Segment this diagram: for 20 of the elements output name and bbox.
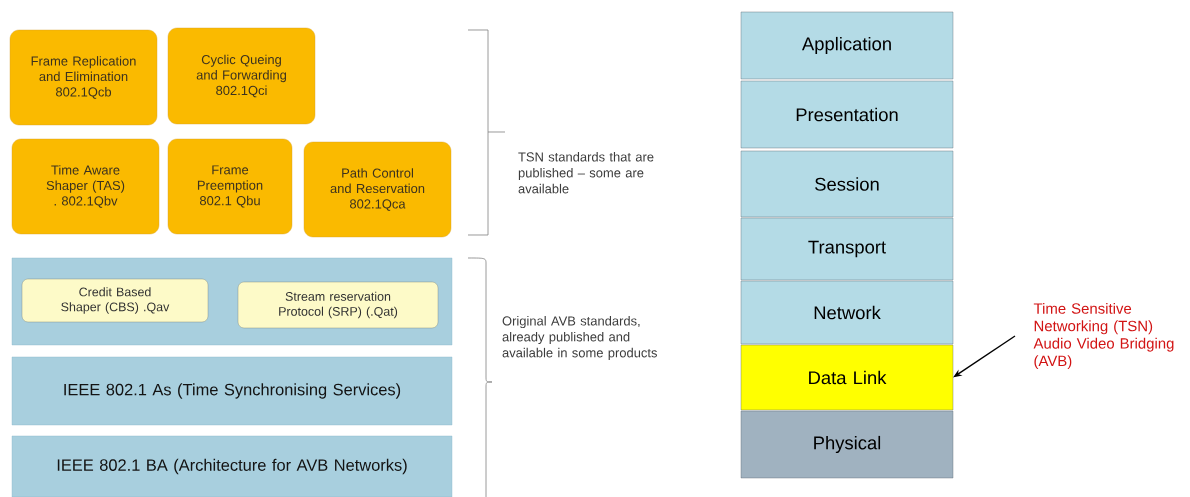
standard-box: Cyclic Queing and Forwarding 802.1Qci [167, 27, 316, 125]
standard-band: IEEE 802.1 As (Time Synchronising Services) [11, 356, 453, 426]
standard-band: IEEE 802.1 BA (Architecture for AVB Networks) [11, 435, 453, 497]
standard-box: Path Control and Reservation 802.1Qca [303, 141, 452, 238]
standard-box: Credit Based Shaper (CBS) .Qav [21, 278, 209, 323]
note-text: TSN standards that are published – some are available [518, 152, 654, 194]
layer-box: Transport [740, 217, 954, 281]
standard-box: Stream reservation Protocol (SRP) (.Qat) [237, 281, 439, 329]
layer-box: Physical [740, 410, 954, 479]
layer-box: Presentation [740, 80, 954, 149]
layer-box: Network [740, 280, 954, 345]
note-text: Original AVB standards, already published and available in some products [502, 316, 657, 360]
standard-box: Time Aware Shaper (TAS) . 802.1Qbv [11, 138, 160, 235]
arrow [953, 335, 1016, 378]
note-text: Time Sensitive Networking (TSN) Audio Video Bridging (AVB) [1033, 302, 1174, 370]
layer-box: Session [740, 150, 954, 218]
layer-box: Data Link [740, 344, 954, 411]
standard-box: Frame Preemption 802.1 Qbu [167, 138, 293, 235]
layer-box: Application [740, 11, 954, 80]
standard-box: Frame Replication and Elimination 802.1Qcb [9, 29, 158, 126]
